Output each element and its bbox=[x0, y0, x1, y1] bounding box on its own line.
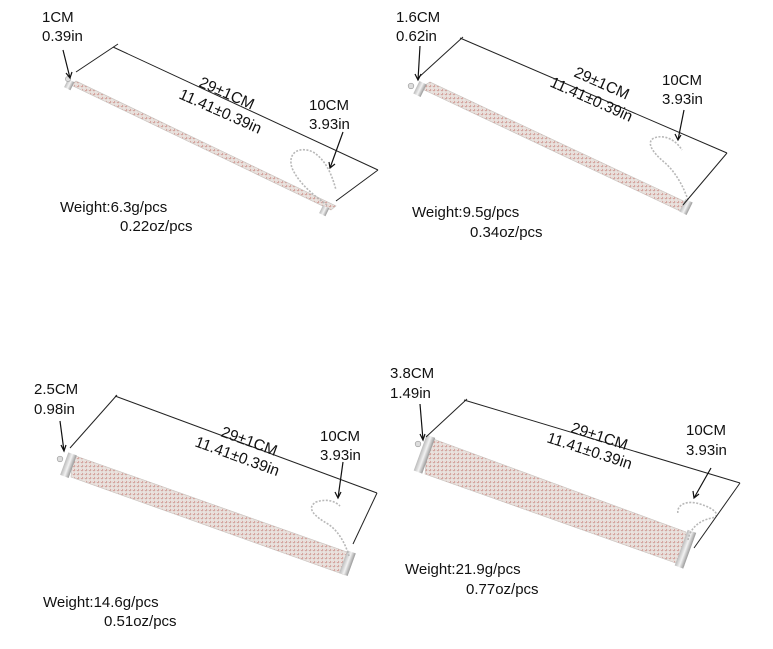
width-in-label: 1.49in bbox=[390, 385, 431, 402]
weight-ounces-label: 0.51oz/pcs bbox=[104, 613, 177, 630]
extender-cm-label: 10CM bbox=[309, 97, 349, 114]
weight-ounces-label: 0.34oz/pcs bbox=[470, 224, 543, 241]
extender-arrow-icon bbox=[692, 467, 712, 500]
extender-arrow-icon bbox=[334, 461, 344, 500]
choker-band bbox=[56, 452, 356, 576]
choker-band bbox=[64, 76, 337, 217]
width-in-label: 0.98in bbox=[34, 401, 75, 418]
choker-panel-3: 2.5CM 0.98in 29±1CM 11.41±0.39in 10CM 3.… bbox=[34, 381, 378, 630]
extender-arrow-icon bbox=[674, 109, 685, 142]
width-in-label: 0.62in bbox=[396, 28, 437, 45]
choker-band bbox=[407, 80, 693, 216]
weight-grams-label: Weight:9.5g/pcs bbox=[412, 204, 519, 221]
weight-grams-label: Weight:6.3g/pcs bbox=[60, 199, 167, 216]
weight-ounces-label: 0.77oz/pcs bbox=[466, 581, 539, 598]
dimension-lines bbox=[425, 398, 741, 549]
width-arrow-icon bbox=[414, 45, 422, 82]
weight-grams-label: Weight:21.9g/pcs bbox=[405, 561, 521, 578]
dimension-lines bbox=[69, 394, 378, 545]
choker-band bbox=[413, 434, 718, 569]
width-arrow-icon bbox=[59, 420, 67, 453]
width-arrow-icon bbox=[419, 403, 426, 442]
extender-in-label: 3.93in bbox=[320, 447, 361, 464]
choker-panel-4: 3.8CM 1.49in 29±1CM 11.41±0.39in 10CM 3.… bbox=[390, 365, 741, 598]
weight-grams-label: Weight:14.6g/pcs bbox=[43, 594, 159, 611]
extender-cm-label: 10CM bbox=[686, 422, 726, 439]
width-cm-label: 3.8CM bbox=[390, 365, 434, 382]
width-arrow-icon bbox=[62, 49, 73, 80]
choker-panel-1: 1CM 0.39in 29±1CM 11.41±0.39in 10CM 3.93… bbox=[42, 9, 379, 235]
weight-ounces-label: 0.22oz/pcs bbox=[120, 218, 193, 235]
width-cm-label: 2.5CM bbox=[34, 381, 78, 398]
extender-in-label: 3.93in bbox=[662, 91, 703, 108]
width-cm-label: 1.6CM bbox=[396, 9, 440, 26]
choker-panel-2: 1.6CM 0.62in 29±1CM 11.41±0.39in 10CM 3.… bbox=[396, 9, 728, 241]
extender-cm-label: 10CM bbox=[662, 72, 702, 89]
width-cm-label: 1CM bbox=[42, 9, 74, 26]
extender-in-label: 3.93in bbox=[309, 116, 350, 133]
extender-arrow-icon bbox=[328, 131, 344, 170]
extender-in-label: 3.93in bbox=[686, 442, 727, 459]
width-in-label: 0.39in bbox=[42, 28, 83, 45]
dimension-lines bbox=[75, 43, 379, 202]
extender-cm-label: 10CM bbox=[320, 428, 360, 445]
dimension-lines bbox=[417, 36, 728, 206]
